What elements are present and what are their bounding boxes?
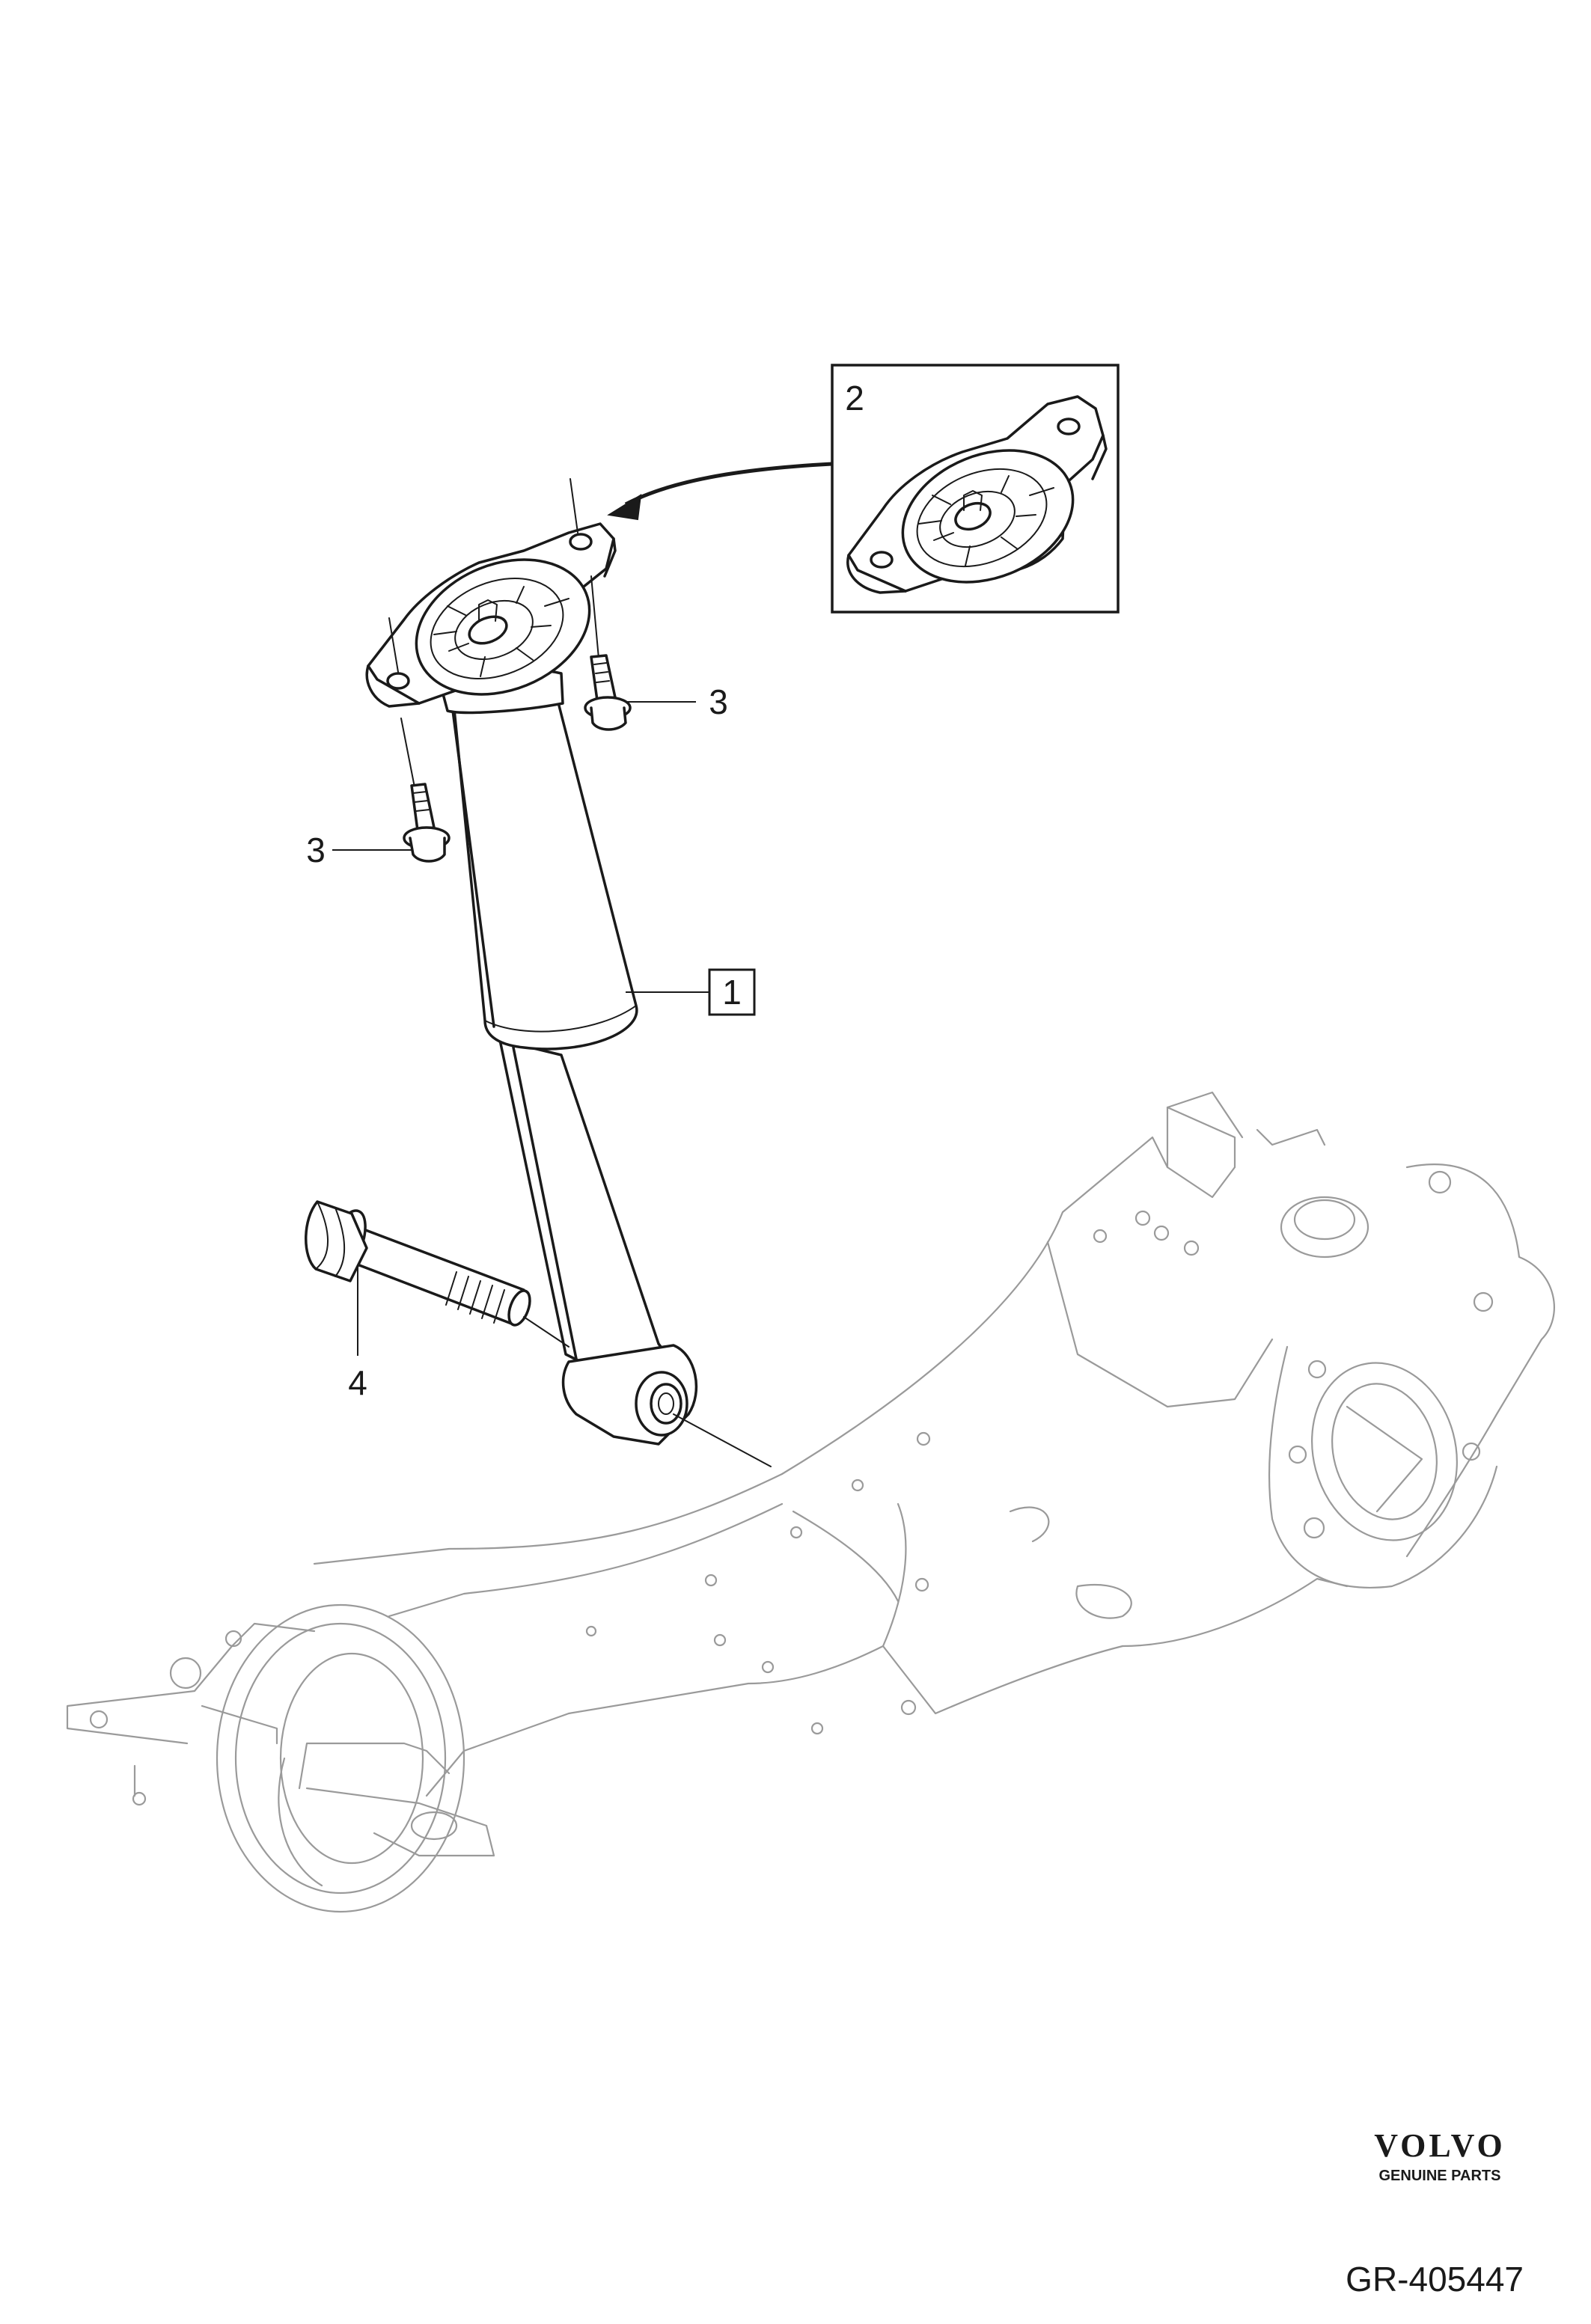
callout-2: 2: [845, 379, 864, 418]
callout-label-1: 1: [722, 973, 742, 1012]
top-mount-inset: [607, 364, 1120, 614]
mount-bolt-right: [584, 575, 632, 731]
rear-axle-beam: [66, 1091, 1555, 1913]
lower-mounting-bolt: [305, 1200, 772, 1467]
volvo-logo: VOLVO GENUINE PARTS: [1374, 2127, 1506, 2184]
mount-bolt-left: [400, 718, 451, 863]
brand-name: VOLVO: [1374, 2127, 1506, 2164]
shock-absorber: [440, 668, 698, 1446]
callout-4: 4: [348, 1266, 367, 1402]
callout-label-3b: 3: [306, 831, 326, 869]
illustration-reference-number: GR-405447: [1346, 2260, 1524, 2299]
brand-tagline: GENUINE PARTS: [1379, 2168, 1501, 2184]
callout-3-right: 3: [626, 682, 728, 721]
callout-label-3a: 3: [709, 682, 728, 721]
callout-label-4: 4: [348, 1363, 367, 1402]
callout-3-left: 3: [306, 831, 412, 869]
callout-1: 1: [626, 968, 756, 1016]
callout-label-2: 2: [845, 379, 864, 418]
top-mount-installed: [365, 478, 617, 708]
